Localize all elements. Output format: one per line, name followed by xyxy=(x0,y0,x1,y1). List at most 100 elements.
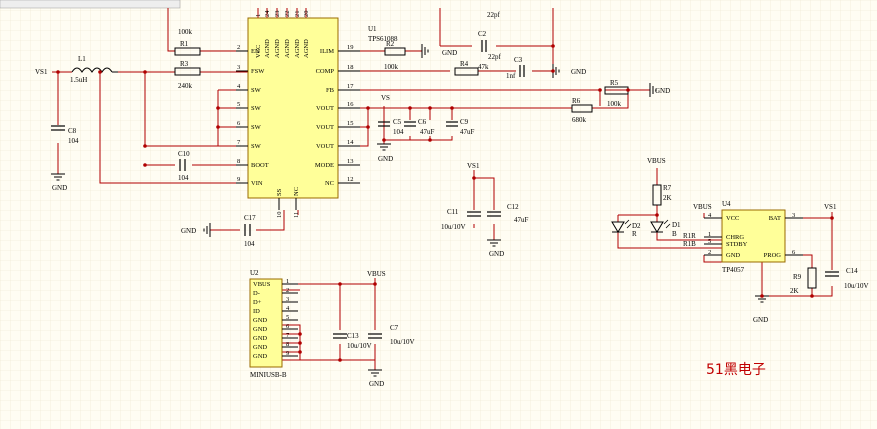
u2-chip[interactable] xyxy=(249,278,283,368)
capacitor-c10[interactable] xyxy=(179,159,186,171)
capacitor-c2[interactable] xyxy=(481,40,487,52)
u1-pin-number: 5 xyxy=(237,101,240,108)
c2-ref: C2 xyxy=(478,30,487,38)
r2-ref: R2 xyxy=(386,40,395,48)
u4-pin-number: 5 xyxy=(708,238,711,245)
junction-dot xyxy=(810,294,814,298)
u1-pin-number: 4 xyxy=(237,83,241,90)
u1-pin-name: VIN xyxy=(251,180,263,187)
c12-value: 47uF xyxy=(514,216,529,224)
u1-pin-number: 14 xyxy=(347,139,354,146)
junction-dot xyxy=(551,69,555,73)
u1-pin-number: 7 xyxy=(237,139,241,146)
resistor-r7[interactable] xyxy=(652,184,662,206)
resistor-r6[interactable] xyxy=(571,104,593,113)
capacitor-c17[interactable] xyxy=(244,224,251,236)
u4-pin-name: PROG xyxy=(764,252,782,259)
capacitor-c11[interactable] xyxy=(467,211,481,217)
c9-value: 47uF xyxy=(460,128,475,136)
junction-dot xyxy=(598,88,602,92)
u2-pin-number: 3 xyxy=(286,296,289,303)
u4-pin-number: 2 xyxy=(708,249,711,256)
resistor-r9[interactable] xyxy=(807,267,817,289)
u2-pin-name: D- xyxy=(253,290,260,297)
u4-ref: U4 xyxy=(722,200,731,208)
u1-pin-name: SW xyxy=(251,87,262,94)
watermark: 51黑电子 xyxy=(706,362,766,378)
u4-pin-number: 6 xyxy=(792,249,796,256)
u1-pin-number: 21 xyxy=(294,11,301,18)
gnd-label-r2: GND xyxy=(442,49,457,57)
capacitor-c3[interactable] xyxy=(519,65,525,77)
u1-pin-name: AGND xyxy=(274,39,281,58)
u1-pin-name: NC xyxy=(325,180,334,187)
u1-pin-name: AGND xyxy=(294,39,301,58)
capacitor-c7[interactable] xyxy=(368,333,382,339)
resistor-r2[interactable] xyxy=(384,47,406,56)
resistor-r3[interactable] xyxy=(174,67,201,76)
u4-pin-name: GND xyxy=(726,252,740,259)
u1-pin-number: 1 xyxy=(255,14,262,17)
u1-pin-number: 22 xyxy=(284,11,291,18)
u2-pin-name: VBUS xyxy=(253,281,271,288)
capacitor-c8[interactable] xyxy=(51,125,65,131)
u2-pin-name: GND xyxy=(253,335,267,342)
r4-value: 47k xyxy=(478,63,489,71)
junction-dot xyxy=(143,163,147,167)
led-d1[interactable] xyxy=(650,219,671,233)
d2-value: R xyxy=(632,230,637,238)
net-vs1-bat: VS1 xyxy=(824,203,837,211)
capacitor-c13[interactable] xyxy=(333,333,347,339)
net-vbus-u4: VBUS xyxy=(693,203,712,211)
c11-value: 10u/10V xyxy=(441,223,466,231)
resistor-r4[interactable] xyxy=(454,67,479,76)
r5-value: 100k xyxy=(607,100,622,108)
capacitor-c6[interactable] xyxy=(404,121,416,127)
ground-symbol xyxy=(203,223,211,237)
ground-symbol xyxy=(368,369,382,377)
capacitor-c14[interactable] xyxy=(825,271,839,277)
net-vs-output: VS xyxy=(381,94,390,102)
junction-dot xyxy=(382,138,386,142)
u1-pin-name: VOUT xyxy=(316,143,334,150)
gnd-label-c5: GND xyxy=(378,155,393,163)
ground-symbol xyxy=(487,239,501,247)
u1-pin-number: 2 xyxy=(237,44,240,51)
ground-symbols xyxy=(51,44,834,377)
u2-pin-number: 6 xyxy=(286,323,290,330)
capacitor-c9[interactable] xyxy=(446,121,458,127)
u1-chip[interactable] xyxy=(247,17,339,199)
led-d2[interactable] xyxy=(611,219,632,233)
u1-pin-name: VOUT xyxy=(316,124,334,131)
top-cap-value: 22pf xyxy=(487,11,501,19)
u1-pin-number: 18 xyxy=(347,64,354,71)
u1-pin-name: VOUT xyxy=(316,105,334,112)
resistor-r1[interactable] xyxy=(174,47,201,56)
junction-dot xyxy=(216,125,220,129)
r1-ref: R1 xyxy=(180,40,189,48)
junction-dot xyxy=(428,138,432,142)
r6-ref: R6 xyxy=(572,97,581,105)
u1-pin-name: EN xyxy=(251,48,260,55)
wires xyxy=(52,8,833,370)
u1-pin-number: 11 xyxy=(293,212,300,218)
gnd-label-c12: GND xyxy=(489,250,504,258)
r5-ref: R5 xyxy=(610,79,619,87)
u4-pin-name: VCC xyxy=(726,215,739,222)
c14-ref: C14 xyxy=(846,267,858,275)
c3-ref: C3 xyxy=(514,56,523,64)
junction-dot xyxy=(373,282,377,286)
capacitor-c5[interactable] xyxy=(378,121,390,127)
c8-ref: C8 xyxy=(68,127,77,135)
junction-dot xyxy=(366,106,370,110)
u1-pin-name: AGND xyxy=(264,39,271,58)
ground-symbol xyxy=(649,83,657,97)
inductor-l1[interactable] xyxy=(71,67,118,73)
u1-pins: 2EN3FSW4SW5SW6SW7SW8BOOT9VIN19ILIM18COMP… xyxy=(236,10,360,218)
u4-chip[interactable] xyxy=(721,209,786,263)
capacitor-c12[interactable] xyxy=(487,211,501,217)
c11-ref: C11 xyxy=(447,208,459,216)
u1-pin-name: COMP xyxy=(316,68,335,75)
r6-value: 680k xyxy=(572,116,587,124)
